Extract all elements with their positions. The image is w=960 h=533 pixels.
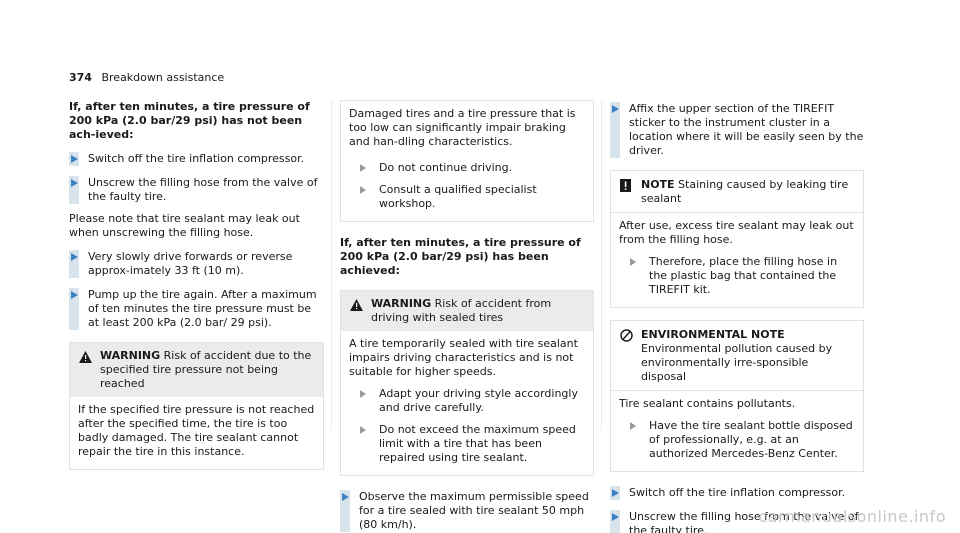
warning-triangle-icon — [350, 299, 363, 315]
instruction-step: Affix the upper section of the TIREFIT s… — [610, 102, 864, 158]
instruction-step: Switch off the tire inflation compressor… — [69, 152, 324, 166]
warning-body: If the specified tire pressure is not re… — [78, 403, 315, 458]
warning-label: WARNING — [100, 349, 161, 362]
instruction-step: Switch off the tire inflation compressor… — [610, 486, 864, 500]
environmental-note-title: Environmental pollution caused by enviro… — [641, 342, 833, 383]
step-arrow-icon — [340, 490, 350, 532]
note-box: NOTE Staining caused by leaking tire sea… — [610, 170, 864, 308]
instruction-step: Very slowly drive forwards or reverse ap… — [69, 250, 324, 278]
environmental-note-header: ENVIRONMENTAL NOTE Environmental polluti… — [611, 321, 863, 390]
warning-continued-box: Damaged tires and a tire pressure that i… — [340, 100, 594, 222]
bullet-arrow-icon — [360, 390, 366, 398]
column-right: Affix the upper section of the TIREFIT s… — [610, 100, 864, 533]
bullet-arrow-icon — [360, 426, 366, 434]
bullet-arrow-icon — [630, 258, 636, 266]
bullet-arrow-icon — [360, 164, 366, 172]
environmental-note-label: ENVIRONMENTAL NOTE — [641, 328, 785, 341]
no-disposal-icon — [620, 329, 633, 346]
step-arrow-icon — [610, 486, 620, 500]
step-arrow-icon — [610, 102, 620, 158]
bullet-item: Therefore, place the filling hose in the… — [619, 255, 855, 297]
bullet-item: Have the tire sealant bottle disposed of… — [619, 419, 855, 461]
step-arrow-icon — [69, 152, 79, 166]
warning-triangle-icon — [79, 351, 92, 367]
note-header: NOTE Staining caused by leaking tire sea… — [611, 171, 863, 212]
exclamation-icon — [620, 179, 631, 196]
warning-header: WARNING Risk of accident due to the spec… — [70, 343, 323, 397]
section-title: Breakdown assistance — [101, 71, 225, 84]
watermark-text: carmanualsonline.info — [758, 507, 946, 526]
bullet-item: Consult a qualified specialist workshop. — [349, 183, 585, 211]
page-header: 374 Breakdown assistance — [69, 71, 224, 85]
step-arrow-icon — [69, 176, 79, 204]
warning-intro: Damaged tires and a tire pressure that i… — [349, 107, 576, 148]
section-heading: If, after ten minutes, a tire pressure o… — [69, 100, 310, 141]
environmental-note-body: Tire sealant contains pollutants. Have t… — [611, 391, 863, 471]
instruction-step: Pump up the tire again. After a maximum … — [69, 288, 324, 330]
warning-title: Risk of accident from driving with seale… — [371, 297, 552, 324]
column-divider — [331, 100, 332, 430]
warning-label: WARNING — [371, 297, 432, 310]
warning-header: WARNING Risk of accident from driving wi… — [341, 291, 593, 331]
section-heading: If, after ten minutes, a tire pressure o… — [340, 236, 581, 277]
environmental-note-box: ENVIRONMENTAL NOTE Environmental polluti… — [610, 320, 864, 472]
note-title: Staining caused by leaking tire sealant — [641, 178, 849, 205]
step-arrow-icon — [69, 288, 79, 330]
instruction-step: Unscrew the filling hose from the valve … — [69, 176, 324, 204]
note-label: NOTE — [641, 178, 675, 191]
bullet-arrow-icon — [360, 186, 366, 194]
bullet-item: Do not exceed the maximum speed limit wi… — [349, 423, 585, 465]
step-arrow-icon — [69, 250, 79, 278]
bullet-arrow-icon — [630, 422, 636, 430]
instruction-step: Observe the maximum permissible speed fo… — [340, 490, 594, 532]
note-body: After use, excess tire sealant may leak … — [619, 219, 855, 297]
paragraph: Please note that tire sealant may leak o… — [69, 212, 300, 239]
instruction-step: Unscrew the filling hose from the valve … — [610, 510, 864, 533]
warning-body: A tire temporarily sealed with tire seal… — [341, 331, 593, 475]
page-number: 374 — [69, 71, 92, 84]
warning-title: Risk of accident due to the specified ti… — [100, 349, 312, 390]
bullet-item: Do not continue driving. — [349, 161, 585, 175]
column-middle: Damaged tires and a tire pressure that i… — [340, 100, 594, 532]
warning-box: WARNING Risk of accident from driving wi… — [340, 290, 594, 476]
step-arrow-icon — [610, 510, 620, 533]
bullet-item: Adapt your driving style accordingly and… — [349, 387, 585, 415]
column-divider — [601, 100, 602, 430]
warning-box: WARNING Risk of accident due to the spec… — [69, 342, 324, 470]
column-left: If, after ten minutes, a tire pressure o… — [69, 100, 324, 470]
